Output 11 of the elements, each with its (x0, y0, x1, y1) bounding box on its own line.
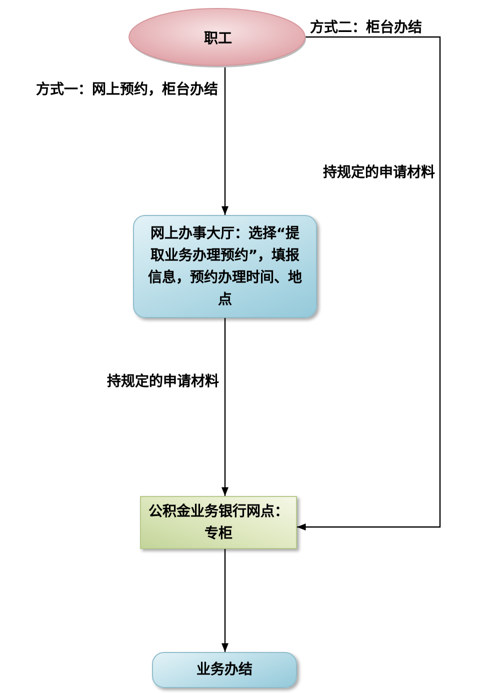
arrow (297, 36, 441, 530)
edge-label: 方式二：柜台办结 (310, 20, 422, 36)
edge-label: 持规定的申请材料 (107, 374, 219, 390)
end-box: 业务办结 (152, 652, 297, 688)
path-label: 持规定的申请材料 (323, 165, 435, 181)
arrow (222, 318, 228, 496)
arrow (222, 549, 228, 652)
edge-label: 方式一：网上预约，柜台办结 (36, 82, 218, 98)
process-box: 公积金业务银行网点：专柜 (140, 496, 297, 549)
process-box: 网上办事大厅：选择“提取业务办理预约”，填报信息，预约办理时间、地点 (133, 215, 317, 318)
arrow (222, 65, 228, 215)
